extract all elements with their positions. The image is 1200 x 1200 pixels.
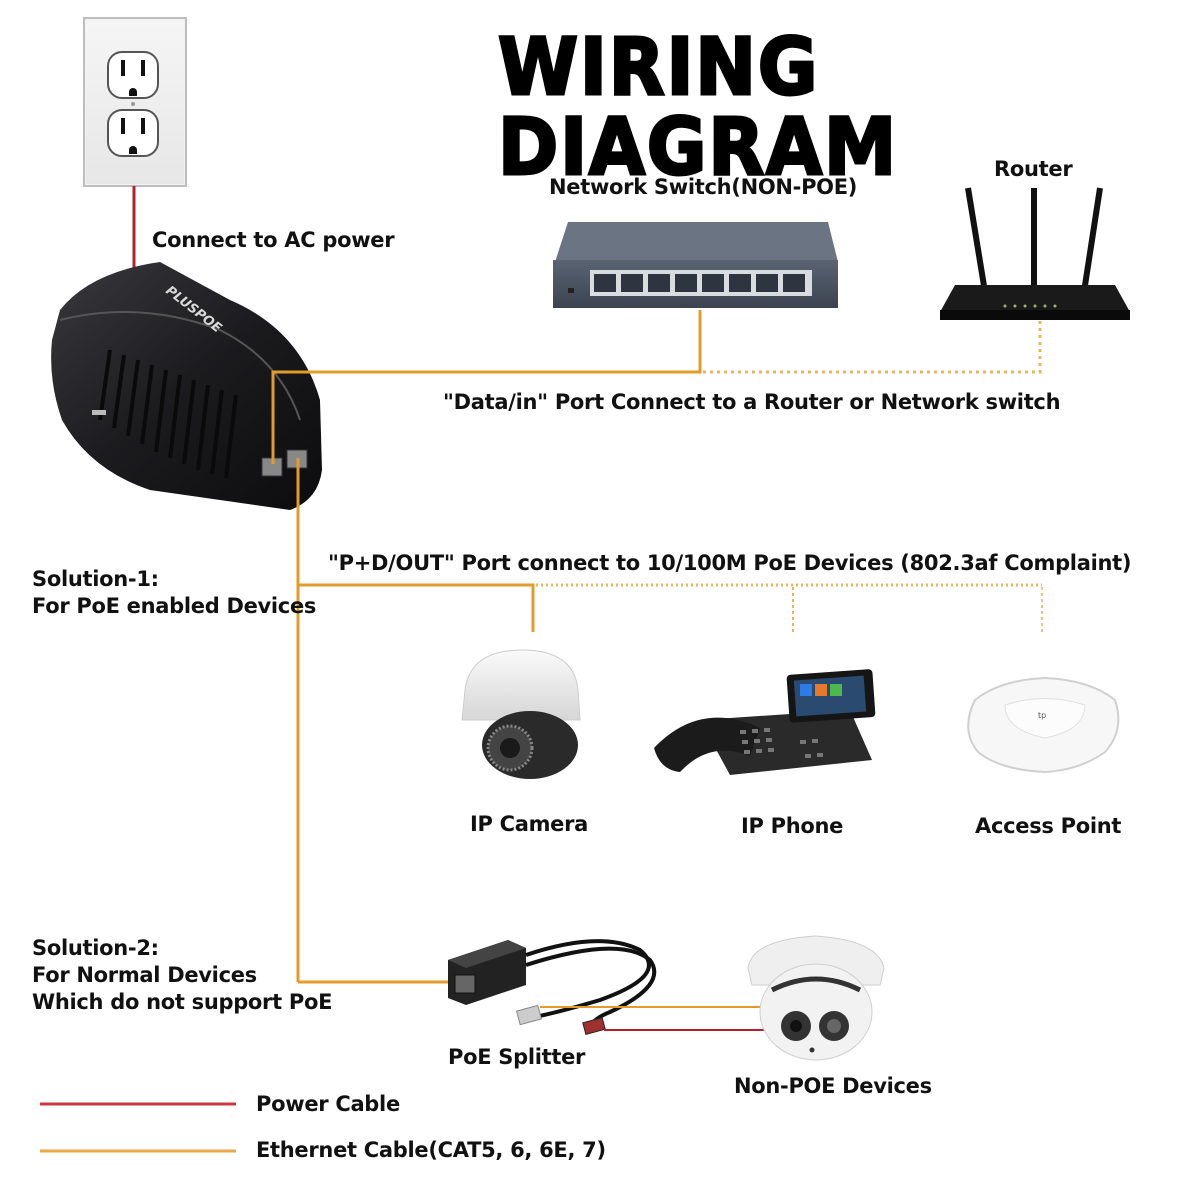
device-label-ip-camera: IP Camera [470, 812, 589, 836]
router-icon [940, 187, 1130, 320]
network-switch-icon [553, 222, 838, 308]
diagram-title: WIRING DIAGRAM [497, 23, 899, 193]
access-point-icon: tp [967, 676, 1120, 774]
legend-power-label: Power Cable [256, 1092, 400, 1116]
svg-text:tp: tp [1038, 711, 1046, 720]
dome-camera-icon [461, 649, 581, 779]
legend-ethernet-label: Ethernet Cable(CAT5, 6, 6E, 7) [256, 1138, 606, 1162]
poe-injector-icon: PLUSPOE [51, 262, 322, 510]
solution-2-heading: Solution-2: [32, 936, 159, 960]
wall-outlet-icon [83, 17, 187, 187]
solution-1-line: For PoE enabled Devices [32, 594, 317, 618]
device-label-ip-phone: IP Phone [741, 814, 844, 838]
poe-splitter-icon [448, 939, 657, 1035]
ip-phone-icon [654, 669, 876, 775]
device-label-access-point: Access Point [975, 814, 1122, 838]
solution-1-heading: Solution-1: [32, 567, 159, 591]
turret-camera-icon [747, 935, 885, 1061]
poe-splitter-label: PoE Splitter [448, 1045, 586, 1069]
solution-2-line: For Normal Devices [32, 963, 257, 987]
solution-1: Solution-1: For PoE enabled Devices [32, 566, 316, 620]
non-poe-devices-label: Non-POE Devices [734, 1074, 932, 1098]
router-label: Router [994, 157, 1073, 181]
ac-power-label: Connect to AC power [152, 228, 395, 252]
network-switch-label: Network Switch(NON-POE) [549, 175, 858, 199]
ethernet-pd-out [296, 458, 1043, 984]
solution-2-line: Which do not support PoE [32, 990, 333, 1014]
ethernet-data-in [271, 310, 1042, 464]
pd-out-label: "P+D/OUT" Port connect to 10/100M PoE De… [328, 551, 1132, 575]
solution-2: Solution-2: For Normal Devices Which do … [32, 935, 332, 1016]
data-in-label: "Data/in" Port Connect to a Router or Ne… [443, 390, 1061, 414]
